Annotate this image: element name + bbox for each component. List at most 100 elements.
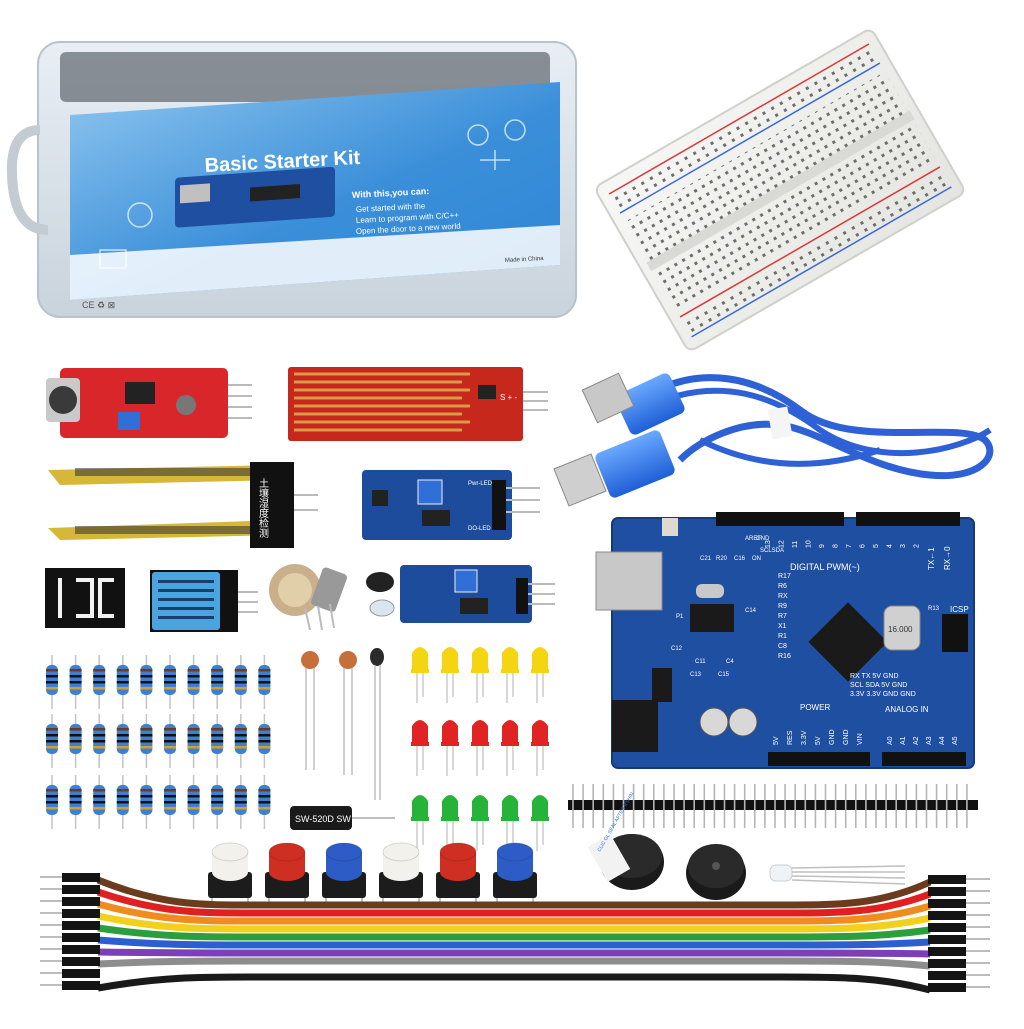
resistor [258, 775, 271, 829]
digital-pin-label: 11 [792, 541, 799, 548]
led-red [411, 720, 429, 776]
tilt-switch: SW-520D SW [290, 806, 395, 830]
silkscreen-label: ON [752, 556, 761, 562]
jumper-wire [40, 965, 990, 982]
power-pin-label: 3.3V [801, 730, 808, 745]
crystal [883, 605, 921, 651]
resistor [211, 655, 224, 709]
led-green [471, 795, 489, 851]
resistor [140, 655, 153, 709]
led-yellow [501, 647, 519, 703]
digital-pin-label: 4 [887, 544, 894, 548]
box-subtitle: With this,you can: [352, 186, 430, 200]
moisture-sensor-label: 土壤湿度检测 [257, 477, 269, 539]
resistor [258, 655, 271, 709]
crystal-label: 16.000 [888, 625, 913, 634]
power-pin-label: GND [829, 729, 836, 745]
power-header [768, 752, 870, 766]
resistor [46, 775, 58, 829]
led-yellow [441, 647, 459, 703]
jumper-wire [40, 973, 990, 994]
usb-cable [553, 372, 994, 507]
resistor [116, 655, 129, 709]
resistor [187, 775, 200, 829]
resistor [93, 655, 106, 709]
led-grid [411, 647, 549, 851]
jumper-wire [40, 933, 990, 949]
dht11-sensor [150, 570, 258, 632]
led-red [471, 720, 489, 776]
jumper-wire [40, 945, 990, 958]
seven-segment-display [45, 568, 125, 628]
capacitor-1 [699, 707, 729, 737]
icsp-header [942, 614, 968, 652]
ir-sensor-module: Pwr-LED DO-LED [362, 470, 540, 540]
box-handle [6, 125, 49, 235]
resistor [187, 714, 200, 768]
led-red [531, 720, 549, 776]
silkscreen-label: C13 [690, 672, 702, 678]
silkscreen-label: R20 [716, 556, 728, 562]
digital-pin-label: 8 [833, 544, 840, 548]
box-bullet-1: Get started with the [356, 201, 426, 214]
box-board-illustration [175, 166, 335, 228]
silkscreen-label: R16 [778, 653, 791, 660]
jumper-wire [40, 957, 990, 970]
digital-pin-label: 2 [914, 544, 921, 548]
silkscreen-label: R6 [778, 583, 787, 590]
water-level-sensor: S + - [288, 367, 548, 441]
power-pin-label: 5V [815, 736, 822, 745]
digital-pin-label: 3 [900, 544, 907, 548]
led-yellow [471, 647, 489, 703]
icsp-label: ICSP [950, 605, 969, 614]
resistor [46, 714, 58, 768]
rx-tx-row-label: RX TX 5V GND [850, 673, 899, 680]
usb-a-connector [581, 372, 685, 435]
digital-pin-label: 10 [806, 540, 813, 548]
power-pin-label: RES [787, 730, 794, 745]
oscillator [696, 584, 724, 598]
jumper-wire [40, 885, 990, 917]
usb-b-port [595, 551, 663, 611]
silkscreen-label: AREF [745, 536, 761, 542]
digital-pin-label: 6 [860, 544, 867, 548]
digital-pin-label: 12 [779, 540, 786, 548]
digital-header-right [856, 512, 960, 526]
push-buttons [208, 842, 537, 906]
tilt-switch-label: SW-520D SW [295, 814, 351, 824]
soil-moisture-sensor: 土壤湿度检测 [48, 462, 318, 548]
resistor [93, 714, 106, 768]
analog-pin-label: A4 [939, 736, 946, 745]
silkscreen-label: R13 [928, 606, 940, 612]
push-button-blue [493, 842, 537, 906]
push-button-red [436, 842, 480, 906]
led-yellow [531, 647, 549, 703]
silkscreen-label: X1 [778, 623, 787, 630]
capacitor-2 [728, 707, 758, 737]
silkscreen-label: C16 [734, 556, 746, 562]
power-pin-label: VIN [857, 733, 864, 745]
digital-pwm-label: DIGITAL PWM(~) [790, 562, 860, 572]
led-green [501, 795, 519, 851]
resistor [164, 775, 176, 829]
rgb-led [769, 864, 906, 885]
power-label: POWER [800, 703, 830, 712]
jumper-wire [40, 873, 990, 909]
resistor [234, 775, 247, 829]
analog-pin-label: A0 [887, 736, 894, 745]
silkscreen-label: C8 [778, 643, 787, 650]
resistor [140, 714, 153, 768]
led-red [501, 720, 519, 776]
led-yellow [411, 647, 429, 703]
push-button-red [265, 842, 309, 906]
resistor [187, 655, 200, 709]
digital-pin-label: 9 [819, 544, 826, 548]
silkscreen-label: R17 [778, 573, 791, 580]
resistor [69, 775, 82, 829]
jumper-wire [40, 921, 990, 941]
